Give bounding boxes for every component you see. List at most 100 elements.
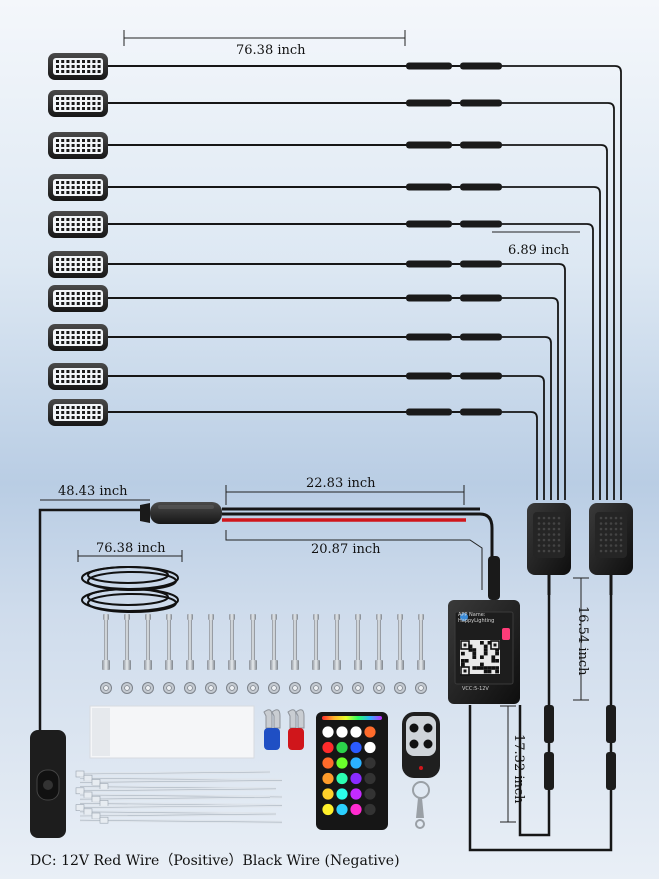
zip-ties	[75, 770, 283, 824]
nut	[352, 682, 364, 694]
dimension-line-extension	[77, 550, 183, 562]
remote-button	[364, 726, 376, 738]
remote-button	[364, 772, 376, 785]
rock-light-pod	[48, 90, 615, 500]
label-output-lead: 17.32 inch	[511, 734, 526, 804]
remote-button	[336, 788, 348, 800]
rock-light-pod	[48, 399, 538, 500]
nut	[310, 682, 322, 694]
nut	[184, 682, 196, 694]
controller-voltage: VCC:5-12V	[462, 686, 489, 692]
zip-tie	[79, 778, 283, 786]
zip-tie	[79, 812, 277, 820]
remote-button	[322, 788, 334, 800]
nut	[163, 682, 175, 694]
nut	[121, 682, 133, 694]
bolt	[312, 614, 320, 670]
nut	[373, 682, 385, 694]
nut	[247, 682, 259, 694]
bolt	[396, 614, 404, 670]
remote-button	[336, 757, 348, 769]
zip-tie	[75, 770, 271, 778]
bolt	[249, 614, 257, 670]
remote-button	[336, 726, 348, 738]
bolt	[207, 614, 215, 670]
label-light-lead: 76.38 inch	[236, 43, 306, 58]
extension-cable-coil	[81, 566, 179, 613]
splitter-harness-left	[527, 503, 571, 595]
rock-light-pod	[48, 174, 601, 500]
splitter-harness-right	[589, 503, 633, 595]
remote-button	[322, 726, 334, 738]
remote-button	[350, 803, 362, 816]
rf-key-fob	[402, 712, 440, 829]
bolt	[144, 614, 152, 670]
zip-tie	[79, 795, 271, 803]
bolt	[354, 614, 362, 670]
nut	[415, 682, 427, 694]
mounting-bolts	[102, 614, 425, 670]
splitter-output-leads	[468, 595, 616, 852]
label-branch-spacing: 6.89 inch	[508, 243, 570, 258]
remote-button	[322, 772, 334, 785]
rock-light-pod	[48, 285, 559, 500]
bolt	[270, 614, 278, 670]
remote-button	[350, 788, 362, 800]
dimension-line-red-black	[225, 485, 465, 505]
remote-button	[336, 803, 348, 816]
zip-tie	[75, 804, 283, 811]
bolt	[228, 614, 236, 670]
bluetooth-controller	[448, 556, 520, 704]
rocker-switch	[30, 730, 66, 838]
rock-light-pod	[48, 251, 566, 500]
bolt	[186, 614, 194, 670]
bolt	[333, 614, 341, 670]
rock-light-pod	[48, 363, 545, 500]
rock-light-pod	[48, 324, 552, 500]
rock-light-pod	[48, 53, 622, 500]
controller-app-name: APP Name:	[458, 612, 486, 618]
wiring-caption: DC: 12V Red Wire（Positive）Black Wire (Ne…	[30, 853, 400, 869]
label-controller-lead: 20.87 inch	[311, 542, 381, 557]
remote-button	[364, 803, 376, 816]
remote-button	[322, 741, 334, 754]
controller-app-value: HappyLighting	[458, 618, 495, 624]
remote-button	[364, 757, 376, 769]
nut	[226, 682, 238, 694]
rock-light-pods	[48, 53, 622, 500]
nut	[205, 682, 217, 694]
zip-tie	[79, 816, 283, 824]
dimension-line-light-lead	[123, 30, 406, 46]
bolt	[102, 614, 110, 670]
mounting-nuts	[100, 682, 427, 694]
rock-light-pod	[48, 132, 608, 500]
nut	[289, 682, 301, 694]
label-red-black-wire: 22.83 inch	[306, 476, 376, 491]
nut	[331, 682, 343, 694]
dimension-line-splitter	[573, 577, 589, 701]
label-extension-cable: 76.38 inch	[96, 541, 166, 556]
bolt	[165, 614, 173, 670]
nut	[100, 682, 112, 694]
bolt	[375, 614, 383, 670]
nut	[268, 682, 280, 694]
rock-light-pod	[48, 211, 594, 500]
zip-tie	[75, 787, 277, 795]
dimension-line-output	[500, 705, 516, 823]
power-lead	[38, 502, 494, 740]
remote-button	[350, 741, 362, 754]
remote-button	[322, 803, 334, 816]
bolt	[417, 614, 425, 670]
wire-terminals	[263, 709, 305, 750]
nut	[394, 682, 406, 694]
nut	[142, 682, 154, 694]
label-power-lead: 48.43 inch	[58, 484, 128, 499]
remote-button	[322, 757, 334, 769]
remote-button	[350, 726, 362, 738]
label-splitter-lead: 16.54 inch	[575, 606, 590, 676]
bolt	[291, 614, 299, 670]
dimension-line-controller	[225, 530, 483, 590]
bolt	[123, 614, 131, 670]
adhesive-tape	[89, 705, 255, 759]
